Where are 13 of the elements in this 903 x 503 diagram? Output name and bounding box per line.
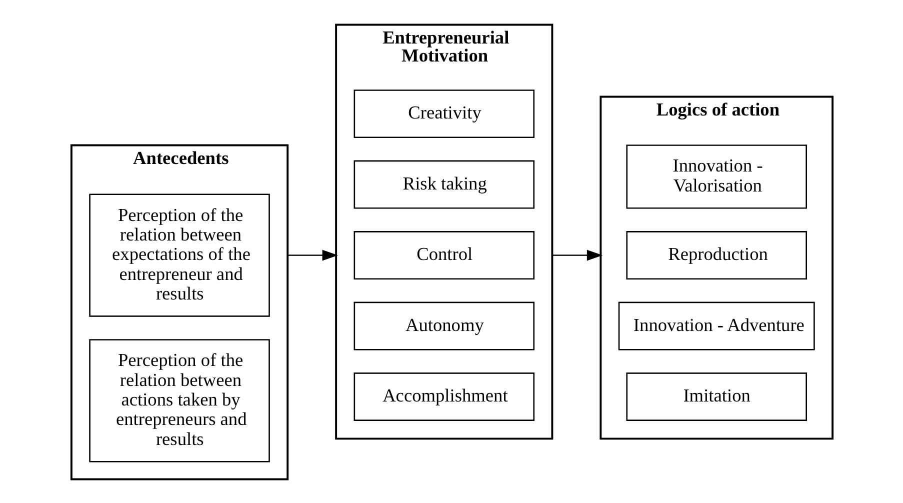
- node-box: Control: [353, 230, 534, 279]
- arrow: [287, 249, 338, 260]
- node-box: Innovation - Valorisation: [626, 144, 806, 208]
- node-box: Perception of the relation between expectations of the entrepreneur and results: [88, 193, 270, 316]
- node-box: Risk taking: [353, 160, 534, 208]
- node-box: Imitation: [626, 372, 806, 420]
- node-box: Creativity: [353, 89, 534, 138]
- node-box: Reproduction: [626, 230, 806, 279]
- node-box: Innovation - Adventure: [618, 301, 814, 350]
- node-box: Autonomy: [353, 301, 534, 350]
- node-box: Perception of the relation between actions taken by entrepreneurs and results: [88, 338, 270, 462]
- node-box: Accomplishment: [353, 372, 534, 420]
- arrow: [552, 249, 602, 260]
